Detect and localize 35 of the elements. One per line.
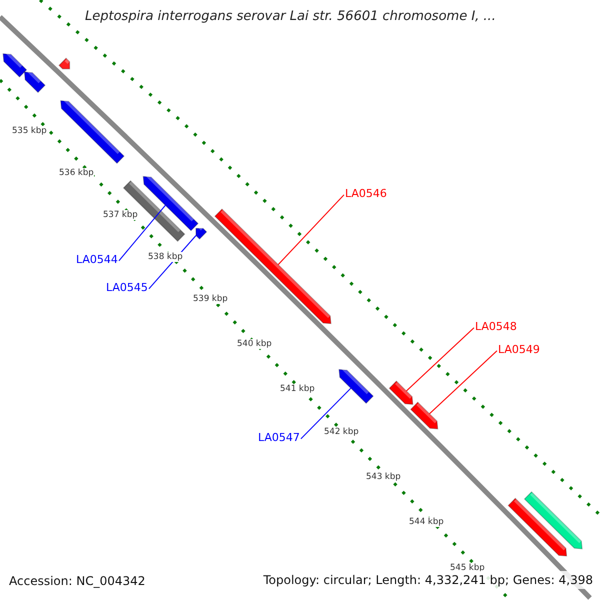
gene-label: LA0548 — [475, 320, 517, 333]
gene-feature — [195, 226, 208, 240]
leader-line — [406, 327, 474, 392]
leader-line — [118, 204, 166, 262]
map-title: Leptospira interrogans serovar Lai str. 56601 chromosome I, ... — [85, 9, 496, 24]
gene-feature — [122, 180, 186, 242]
gene-feature — [142, 174, 199, 232]
gene-label: LA0544 — [76, 253, 118, 266]
gene-feature — [58, 58, 70, 70]
leader-line — [278, 194, 344, 266]
scale-label: 537 kbp — [103, 210, 138, 220]
gene-feature — [60, 98, 125, 164]
scale-label: 539 kbp — [193, 294, 228, 304]
leader-line — [429, 350, 498, 414]
gene-feature — [410, 402, 438, 430]
gene-feature — [524, 491, 583, 550]
scale-label: 542 kbp — [324, 427, 359, 437]
gene-feature — [338, 366, 374, 404]
scale-label: 543 kbp — [366, 472, 401, 482]
scale-label: 535 kbp — [12, 126, 47, 136]
gene-feature — [214, 208, 332, 324]
gene-label: LA0546 — [345, 187, 387, 200]
gene-feature — [508, 498, 568, 557]
gene-feature — [2, 50, 28, 78]
gene-feature — [388, 380, 414, 405]
gene-label: LA0547 — [258, 431, 300, 444]
gene-label: LA0545 — [106, 281, 148, 294]
scale-label: 540 kbp — [237, 339, 272, 349]
gene-feature — [24, 69, 46, 94]
scale-label: 541 kbp — [280, 384, 315, 394]
accession-text: Accession: NC_004342 — [9, 574, 146, 588]
scale-label: 544 kbp — [409, 517, 444, 527]
gene-label: LA0549 — [498, 343, 540, 356]
scale-label: 538 kbp — [148, 252, 183, 262]
leader-line — [300, 388, 352, 440]
